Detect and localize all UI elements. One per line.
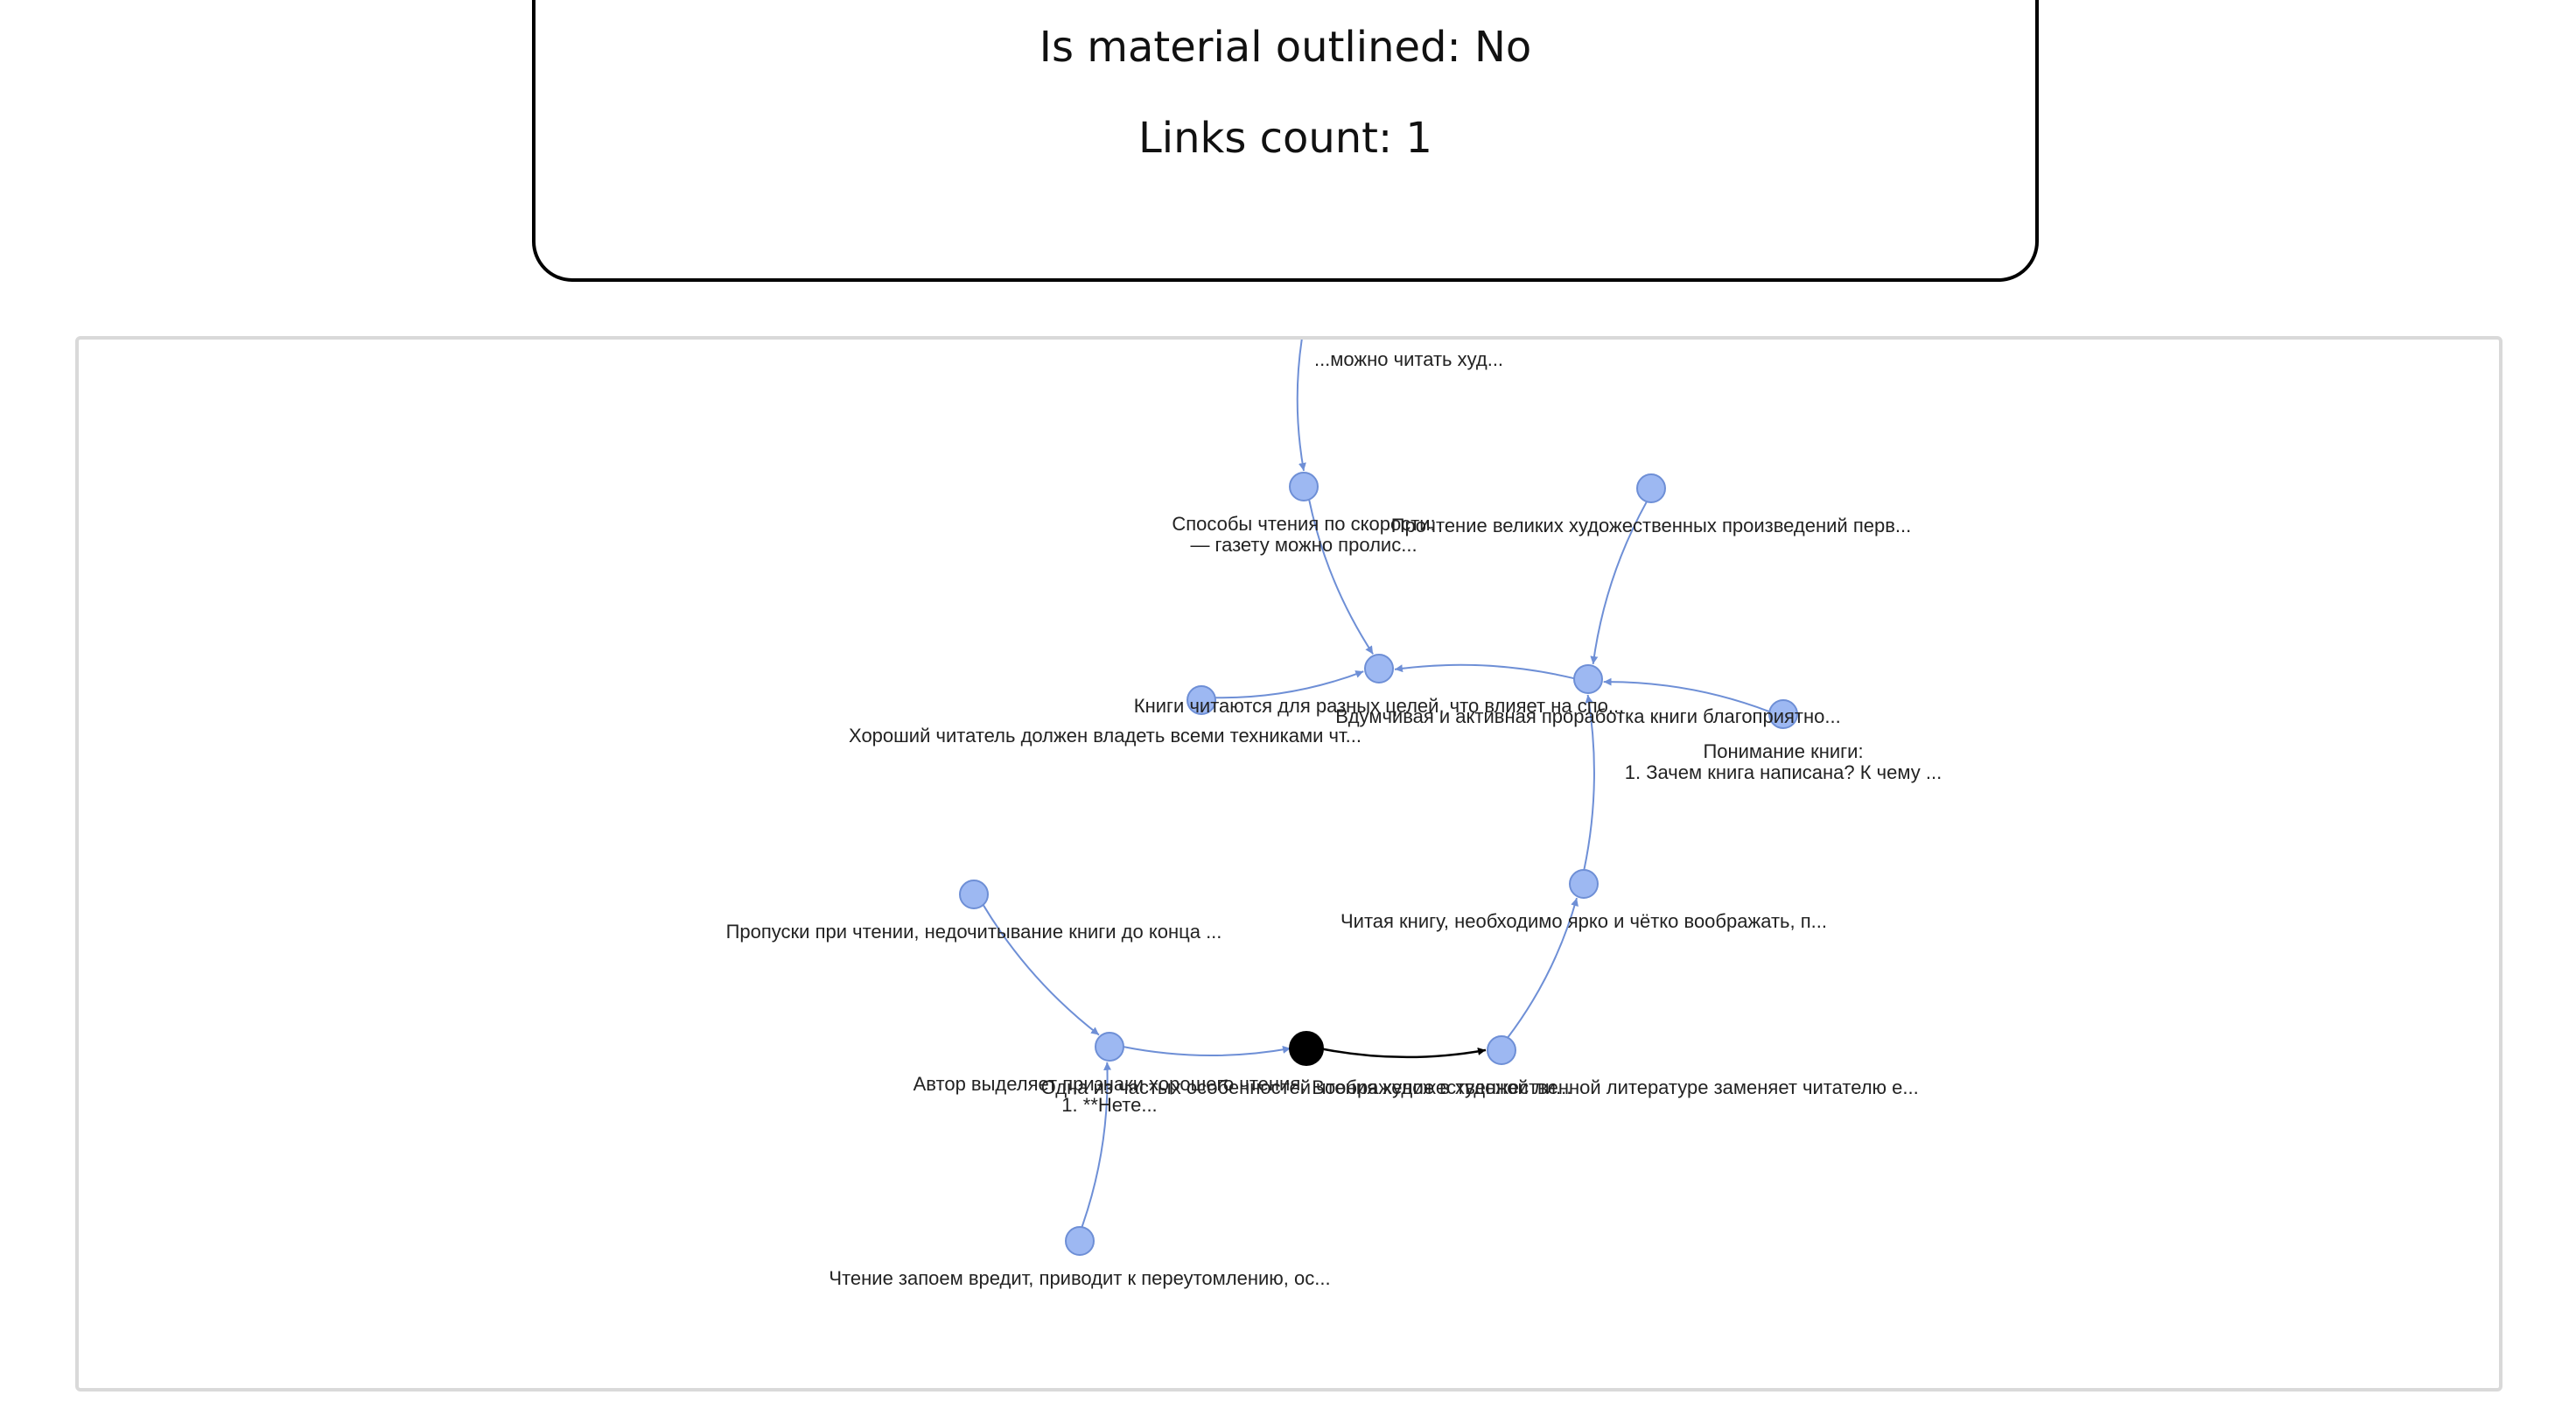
graph-edge-n_skips-to-n_author	[982, 904, 1100, 1036]
graph-edge-n_fantasy-to-n_imagine	[1507, 897, 1578, 1039]
graph-node-understand[interactable]	[1768, 699, 1798, 729]
graph-node-label-imagine: Читая книгу, необходимо ярко и чётко воо…	[1340, 910, 1827, 932]
graph-edge-n_understand-to-n_thoughtful	[1603, 677, 1770, 713]
outlined-status-text: Is material outlined: No	[1039, 23, 1532, 72]
graph-panel[interactable]: ...можно читать худ... Способы чтения по …	[75, 336, 2502, 1391]
graph-node-thoughtful[interactable]	[1573, 664, 1603, 694]
graph-node-label-goodreader: Хороший читатель должен владеть всеми те…	[849, 725, 1362, 747]
graph-node-selected[interactable]	[1289, 1031, 1324, 1066]
graph-node-label-top: ...можно читать худ...	[1314, 348, 1503, 370]
graph-nodes	[959, 472, 1798, 1256]
graph-node-speed[interactable]	[1289, 472, 1319, 501]
graph-node-skips[interactable]	[959, 880, 989, 909]
graph-node-fantasy[interactable]	[1487, 1035, 1516, 1065]
graph-edge-n_author-to-n_selected	[1123, 1045, 1292, 1056]
graph-edge-n_top-to-n_speed	[1296, 340, 1306, 472]
graph-node-label-great: Прочтение великих художественных произве…	[1391, 515, 1912, 536]
material-info-card: Is material outlined: No Links count: 1	[532, 0, 2039, 282]
graph-node-label-speed: Способы чтения по скорости:— газету можн…	[1172, 513, 1435, 556]
graph-edges	[982, 340, 1770, 1228]
graph-node-label-fantasy: Воображение в художественной литературе …	[1312, 1076, 1918, 1098]
graph-edge-n_selected-to-n_fantasy	[1320, 1047, 1487, 1059]
graph-edge-n_imagine-to-n_thoughtful	[1583, 694, 1595, 871]
graph-node-label-thoughtful: Вдумчивая и активная проработка книги бл…	[1335, 705, 1840, 727]
graph-edge-n_thoughtful-to-n_goals	[1394, 663, 1575, 680]
graph-edge-n_binge-to-n_author	[1081, 1062, 1112, 1228]
graph-node-imagine[interactable]	[1569, 869, 1599, 899]
graph-node-label-author: Автор выделяет признаки хорошего чтения:…	[914, 1073, 1306, 1116]
graph-node-label-binge: Чтение запоем вредит, приводит к переуто…	[829, 1267, 1330, 1289]
graph-node-author[interactable]	[1095, 1032, 1124, 1062]
graph-node-label-skips: Пропуски при чтении, недочитывание книги…	[726, 921, 1222, 943]
graph-edge-n_goodreader-to-n_goals	[1214, 670, 1364, 699]
graph-node-label-selected: Одна из частых особенностей чтения худож…	[1041, 1076, 1572, 1098]
graph-edge-n_great-to-n_thoughtful	[1590, 501, 1648, 665]
graph-node-goals[interactable]	[1364, 654, 1394, 683]
graph-edge-n_speed-to-n_goals	[1308, 499, 1374, 655]
graph-node-label-goals: Книги читаются для разных целей, что вли…	[1134, 695, 1624, 717]
graph-labels: ...можно читать худ... Способы чтения по …	[726, 348, 1942, 1289]
links-count-text: Links count: 1	[1138, 114, 1432, 163]
graph-node-great[interactable]	[1636, 473, 1666, 503]
graph-node-goodreader[interactable]	[1186, 685, 1216, 715]
graph-node-binge[interactable]	[1065, 1226, 1095, 1256]
graph-node-label-understand: Понимание книги:1. Зачем книга написана?…	[1625, 740, 1942, 783]
graph-canvas[interactable]: ...можно читать худ... Способы чтения по …	[79, 340, 2499, 1388]
